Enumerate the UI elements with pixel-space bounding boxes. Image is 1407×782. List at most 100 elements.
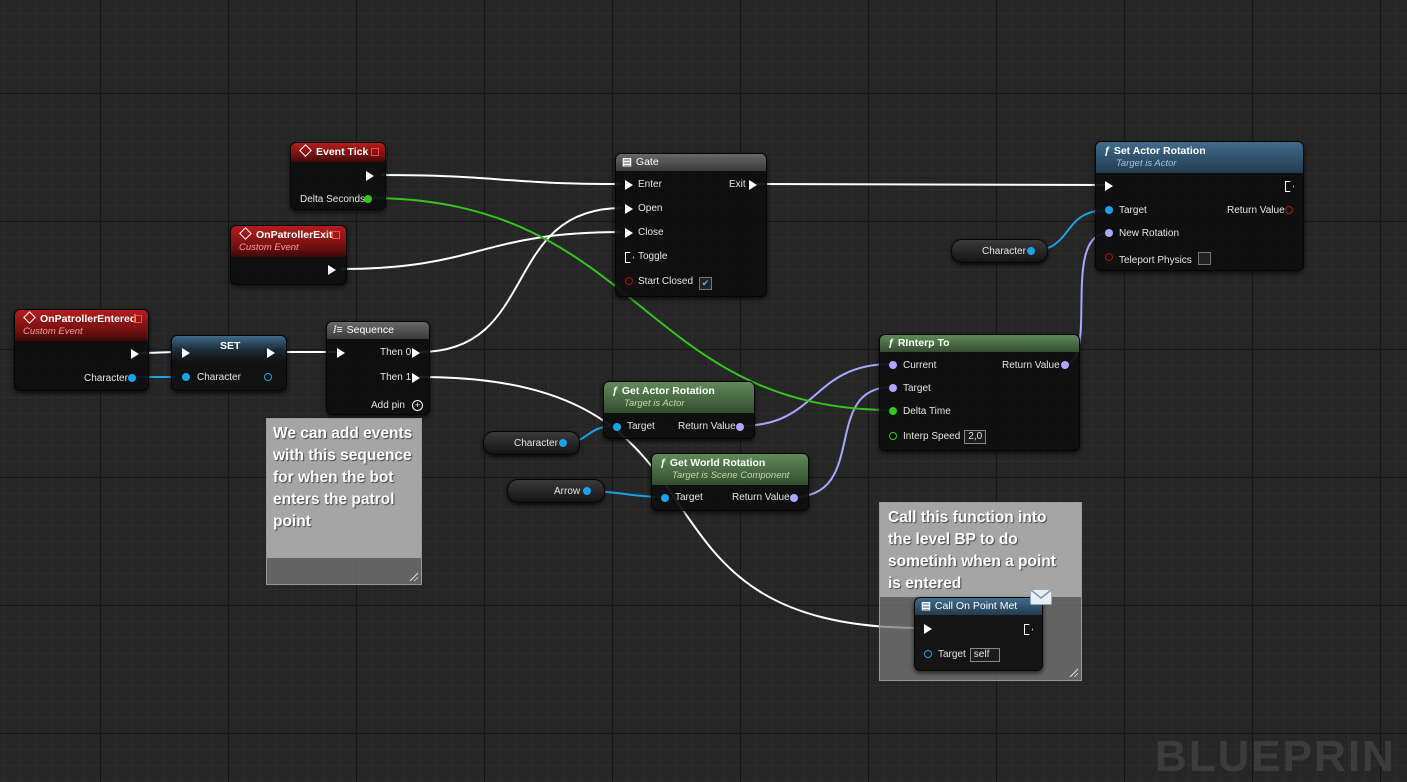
get-actor-rotation-return-pin[interactable] xyxy=(736,423,744,431)
character-variable-pin[interactable] xyxy=(559,439,567,447)
envelope-flap xyxy=(1031,590,1051,599)
new-rotation-pin[interactable] xyxy=(1105,229,1113,237)
then1-pin[interactable] xyxy=(412,373,420,383)
get-world-rotation-return-pin[interactable] xyxy=(790,494,798,502)
set-actor-rotation-target-label: Target xyxy=(1119,205,1147,216)
set-node[interactable]: SET Character xyxy=(171,335,287,391)
float-wire-delta-to-deltatime xyxy=(368,197,893,411)
resize-grip-icon[interactable] xyxy=(1068,667,1078,677)
character-variable-pin[interactable] xyxy=(1027,247,1035,255)
get-world-rotation-return-label: Return Value xyxy=(732,492,790,503)
gate-title: Gate xyxy=(635,156,659,168)
gate-enter-pin[interactable] xyxy=(625,180,633,190)
interp-speed-input[interactable]: 2,0 xyxy=(964,430,987,444)
sequence-header[interactable]: ⁞≡Sequence xyxy=(327,322,429,339)
exec-wire-then0-to-open xyxy=(419,207,623,353)
rinterp-delta-time-pin[interactable] xyxy=(889,407,897,415)
sequence-title: Sequence xyxy=(346,324,394,336)
set-actor-rotation-title: Set Actor Rotation xyxy=(1113,145,1206,157)
call-target-input[interactable]: self xyxy=(969,648,1000,662)
rinterp-return-pin[interactable] xyxy=(1061,361,1069,369)
blueprint-watermark: BLUEPRIN xyxy=(1155,732,1396,781)
set-actor-rotation-return-label: Return Value xyxy=(1227,205,1285,216)
sequence-node[interactable]: ⁞≡Sequence Then 0 Then 1 Add pin + xyxy=(326,321,430,415)
event-tick-exec-out[interactable] xyxy=(366,171,374,181)
add-pin-button[interactable]: Add pin xyxy=(371,400,405,411)
event-tick-header[interactable]: Event Tick xyxy=(291,143,385,162)
delegate-pin-icon[interactable] xyxy=(134,315,142,323)
gate-start-closed-pin[interactable] xyxy=(625,277,633,285)
call-on-point-met-header[interactable]: ▤Call On Point Met xyxy=(915,598,1042,615)
call-on-point-met-target-pin[interactable] xyxy=(924,650,932,658)
sequence-exec-in[interactable] xyxy=(337,348,345,358)
function-f-icon: ƒ xyxy=(1104,145,1110,157)
set-title: SET xyxy=(220,340,241,352)
set-character-out-pin[interactable] xyxy=(264,373,272,381)
set-actor-rotation-target-pin[interactable] xyxy=(1105,206,1113,214)
set-exec-out[interactable] xyxy=(267,348,275,358)
set-character-in-pin[interactable] xyxy=(182,373,190,381)
get-world-rotation-target-label: Target xyxy=(675,492,703,503)
delegate-pin-icon[interactable] xyxy=(371,148,379,156)
rinterp-target-pin[interactable] xyxy=(889,384,897,392)
event-tick-node[interactable]: Event Tick Delta Seconds xyxy=(290,142,386,210)
get-world-rotation-target-pin[interactable] xyxy=(661,494,669,502)
rinterp-current-pin[interactable] xyxy=(889,361,897,369)
add-pin-plus-icon[interactable]: + xyxy=(412,400,423,411)
on-patroller-entered-exec-out[interactable] xyxy=(131,349,139,359)
event-tick-title: Event Tick xyxy=(316,146,369,158)
then0-pin[interactable] xyxy=(412,348,420,358)
delta-seconds-pin[interactable] xyxy=(364,195,372,203)
gate-toggle-pin[interactable] xyxy=(625,252,634,263)
gate-open-pin[interactable] xyxy=(625,204,633,214)
get-actor-rotation-target-pin[interactable] xyxy=(613,423,621,431)
rinterp-return-label: Return Value xyxy=(1002,360,1060,371)
rinterp-interp-speed-pin[interactable] xyxy=(889,432,897,440)
character-variable-node-top[interactable]: Character xyxy=(951,239,1048,263)
entered-character-pin[interactable] xyxy=(128,374,136,382)
delegate-pin-icon[interactable] xyxy=(332,231,340,239)
gate-open-label: Open xyxy=(638,203,663,214)
character-variable-node-mid[interactable]: Character xyxy=(483,431,580,455)
set-exec-in[interactable] xyxy=(182,348,190,358)
teleport-physics-checkbox[interactable] xyxy=(1197,252,1211,265)
gate-node[interactable]: ▤Gate Enter Exit Open Close Toggle Start… xyxy=(615,153,767,297)
exec-wire-exit-to-setrot xyxy=(755,183,1106,186)
on-patroller-entered-subtitle: Custom Event xyxy=(23,326,83,337)
gate-exit-pin[interactable] xyxy=(749,180,757,190)
gate-close-pin[interactable] xyxy=(625,228,633,238)
call-on-point-met-exec-out[interactable] xyxy=(1024,624,1033,635)
set-actor-rotation-exec-in[interactable] xyxy=(1105,181,1113,191)
get-actor-rotation-subtitle: Target is Actor xyxy=(624,398,685,409)
resize-grip-icon[interactable] xyxy=(408,571,418,581)
comment-text[interactable]: Call this function into the level BP to … xyxy=(880,503,1081,597)
on-patroller-exit-subtitle: Custom Event xyxy=(239,242,299,253)
rinterp-to-title: RInterp To xyxy=(897,337,950,349)
comment-text[interactable]: We can add events with this sequence for… xyxy=(267,419,421,558)
set-actor-rotation-return-pin[interactable] xyxy=(1285,206,1293,214)
rinterp-current-label: Current xyxy=(903,360,937,371)
arrow-variable-pin[interactable] xyxy=(583,487,591,495)
set-actor-rotation-exec-out[interactable] xyxy=(1285,181,1294,192)
gate-toggle-label: Toggle xyxy=(638,251,668,262)
gate-header[interactable]: ▤Gate xyxy=(616,154,766,171)
arrow-variable-node[interactable]: Arrow xyxy=(507,479,605,503)
teleport-physics-pin[interactable] xyxy=(1105,253,1113,261)
comment-box-sequence-note[interactable]: We can add events with this sequence for… xyxy=(266,418,422,585)
on-patroller-exit-exec-out[interactable] xyxy=(328,265,336,275)
call-on-point-met-exec-in[interactable] xyxy=(924,624,932,634)
start-closed-checkbox[interactable]: ✔ xyxy=(699,277,713,290)
